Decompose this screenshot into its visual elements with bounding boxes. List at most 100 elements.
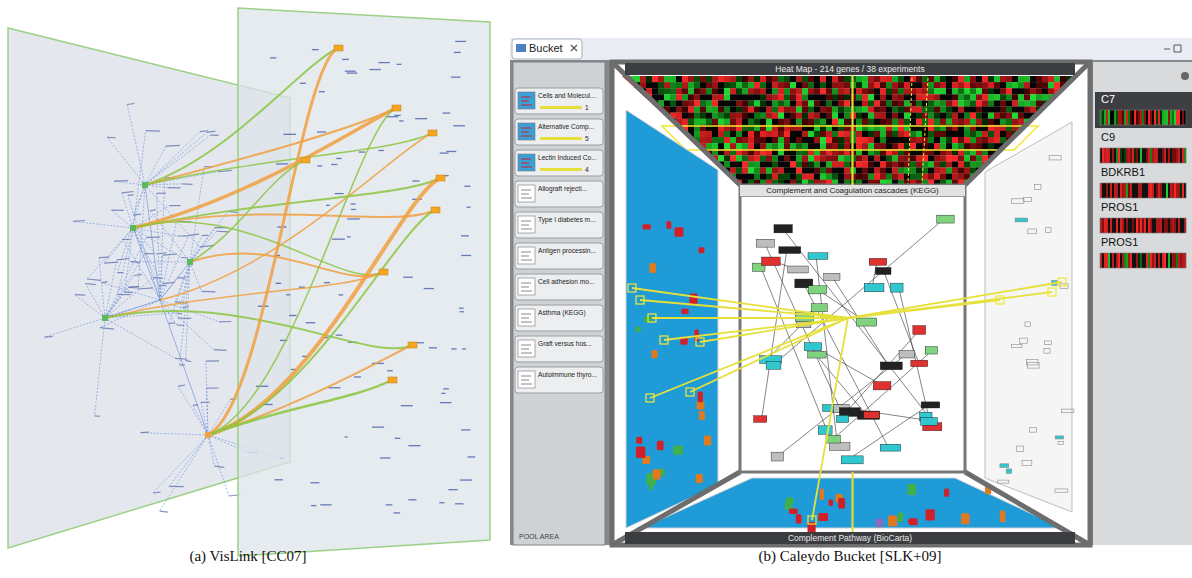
heat-cell xyxy=(742,155,748,161)
similarity-bar xyxy=(540,137,582,140)
heat-cell xyxy=(742,113,748,119)
heat-cell xyxy=(892,143,898,149)
heat-cell xyxy=(874,161,880,167)
heat-cell xyxy=(700,82,706,88)
heat-cell xyxy=(904,113,910,119)
pathway-box xyxy=(774,225,792,233)
heat-cell xyxy=(1042,88,1048,94)
heat-cell xyxy=(856,100,862,106)
heat-cell xyxy=(856,88,862,94)
heat-cell xyxy=(736,113,742,119)
heat-cell xyxy=(976,119,982,125)
heat-cell xyxy=(862,94,868,100)
pathway-line xyxy=(847,329,921,411)
heat-cell xyxy=(670,100,676,106)
heat-cell xyxy=(820,137,826,143)
heat-cell xyxy=(766,131,772,137)
node-label-mark xyxy=(460,479,472,480)
heat-cell xyxy=(820,107,826,113)
heat-cell xyxy=(760,131,766,137)
inter-plane-link xyxy=(145,108,396,185)
expression-bar xyxy=(1106,148,1108,163)
heat-cell xyxy=(760,143,766,149)
heat-cell xyxy=(958,82,964,88)
pathway-box xyxy=(911,360,928,366)
heat-cell xyxy=(844,100,850,106)
similarity-bar xyxy=(540,106,582,109)
heat-cell xyxy=(640,107,646,113)
heat-cell xyxy=(892,76,898,82)
heat-cell xyxy=(808,131,814,137)
node-label-mark xyxy=(201,291,215,293)
heat-cell xyxy=(832,174,838,180)
heat-cell xyxy=(1054,82,1060,88)
graph-edge xyxy=(125,228,133,292)
heat-cell xyxy=(820,113,826,119)
node-label-mark xyxy=(331,164,337,165)
expression-bar xyxy=(1112,183,1114,198)
heat-cell xyxy=(928,113,934,119)
pool-thumbnail xyxy=(521,376,532,384)
node-label-mark xyxy=(306,322,316,323)
expression-bar xyxy=(1150,110,1152,125)
heat-cell xyxy=(790,155,796,161)
heat-cell xyxy=(928,100,934,106)
gene-glyph xyxy=(1044,348,1050,353)
heat-cell xyxy=(730,155,736,161)
heat-cell xyxy=(808,100,814,106)
heat-cell xyxy=(1000,82,1006,88)
node-label-mark xyxy=(453,125,465,126)
graph-edge xyxy=(127,104,145,185)
node-label-mark xyxy=(408,499,416,500)
pool-thumbnail xyxy=(521,221,532,229)
heat-cell xyxy=(760,100,766,106)
node-label-mark xyxy=(317,131,326,132)
node-label-mark xyxy=(401,405,413,406)
inter-plane-link xyxy=(208,380,392,435)
heat-cell xyxy=(796,100,802,106)
heat-cell xyxy=(868,143,874,149)
node-label-mark xyxy=(443,112,451,113)
node-label-mark xyxy=(462,348,466,349)
graph-edge xyxy=(208,435,214,466)
node-label-mark xyxy=(217,231,230,233)
heat-cell xyxy=(886,82,892,88)
heat-cell xyxy=(796,131,802,137)
node-label-mark xyxy=(177,235,188,236)
heat-cell xyxy=(838,155,844,161)
expression-bar xyxy=(1154,148,1156,163)
heat-cell xyxy=(862,137,868,143)
heat-cell xyxy=(652,113,658,119)
heat-cell xyxy=(790,161,796,167)
graph-edge xyxy=(122,239,160,300)
heat-cell xyxy=(922,76,928,82)
heat-cell xyxy=(718,119,724,125)
heat-cell xyxy=(724,161,730,167)
heat-cell xyxy=(880,137,886,143)
node-label-mark xyxy=(100,328,114,329)
heat-cell xyxy=(862,88,868,94)
heat-cell xyxy=(928,107,934,113)
gene-glyph xyxy=(1015,218,1028,222)
heat-cell xyxy=(814,143,820,149)
gene-glyph xyxy=(653,469,661,479)
heat-cell xyxy=(988,76,994,82)
heat-cell xyxy=(796,82,802,88)
heat-cell xyxy=(796,119,802,125)
heat-cell xyxy=(868,94,874,100)
heat-cell xyxy=(730,131,736,137)
pathway-box xyxy=(839,408,860,417)
gene-glyph xyxy=(838,498,845,509)
node-label-mark xyxy=(159,285,166,287)
heat-cell xyxy=(652,76,658,82)
inter-plane-link xyxy=(208,210,435,435)
heat-cell xyxy=(856,161,862,167)
heat-cell xyxy=(754,137,760,143)
expression-bar xyxy=(1156,148,1158,163)
graph-edge xyxy=(141,433,208,435)
heat-cell xyxy=(844,168,850,174)
heat-cell xyxy=(748,82,754,88)
heat-cell xyxy=(802,107,808,113)
heat-cell xyxy=(1030,107,1036,113)
heat-cell xyxy=(838,161,844,167)
